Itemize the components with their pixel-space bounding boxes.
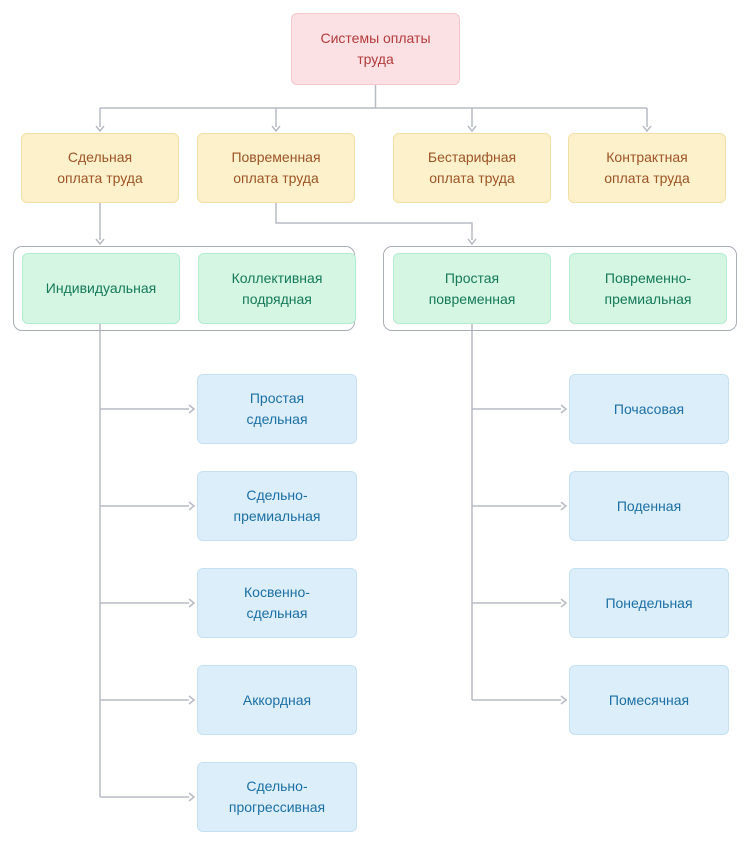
node-prostaya-sdelnaya[interactable]: Простая сдельная — [197, 374, 357, 444]
node-kontraktnaya[interactable]: Контрактная оплата труда — [568, 133, 726, 203]
node-sdelno-progressivnaya[interactable]: Сдельно- прогрессивная — [197, 762, 357, 832]
node-individualnaya[interactable]: Индивидуальная — [22, 253, 180, 324]
group-povremennaya-types — [383, 246, 737, 331]
node-prostaya-povremennaya[interactable]: Простая повременная — [393, 253, 551, 324]
node-kollektivnaya-podryadnaya[interactable]: Коллективная подрядная — [198, 253, 356, 324]
node-podennaya[interactable]: Поденная — [569, 471, 729, 541]
node-povremennaya[interactable]: Повременная оплата труда — [197, 133, 355, 203]
node-sdelnaya[interactable]: Сдельная оплата труда — [21, 133, 179, 203]
node-root[interactable]: Системы оплаты труда — [291, 13, 460, 85]
node-sdelno-premialnaya[interactable]: Сдельно- премиальная — [197, 471, 357, 541]
node-pomesyachnaya[interactable]: Помесячная — [569, 665, 729, 735]
node-akkordnaya[interactable]: Аккордная — [197, 665, 357, 735]
connector-arrowheads — [95, 125, 652, 802]
node-ponedelnaya[interactable]: Понедельная — [569, 568, 729, 638]
node-kosvenno-sdelnaya[interactable]: Косвенно- сдельная — [197, 568, 357, 638]
node-bestarifnaya[interactable]: Бестарифная оплата труда — [393, 133, 551, 203]
node-pochasovaya[interactable]: Почасовая — [569, 374, 729, 444]
connector-segments — [99, 85, 648, 798]
node-povremenno-premialnaya[interactable]: Повременно- премиальная — [569, 253, 727, 324]
